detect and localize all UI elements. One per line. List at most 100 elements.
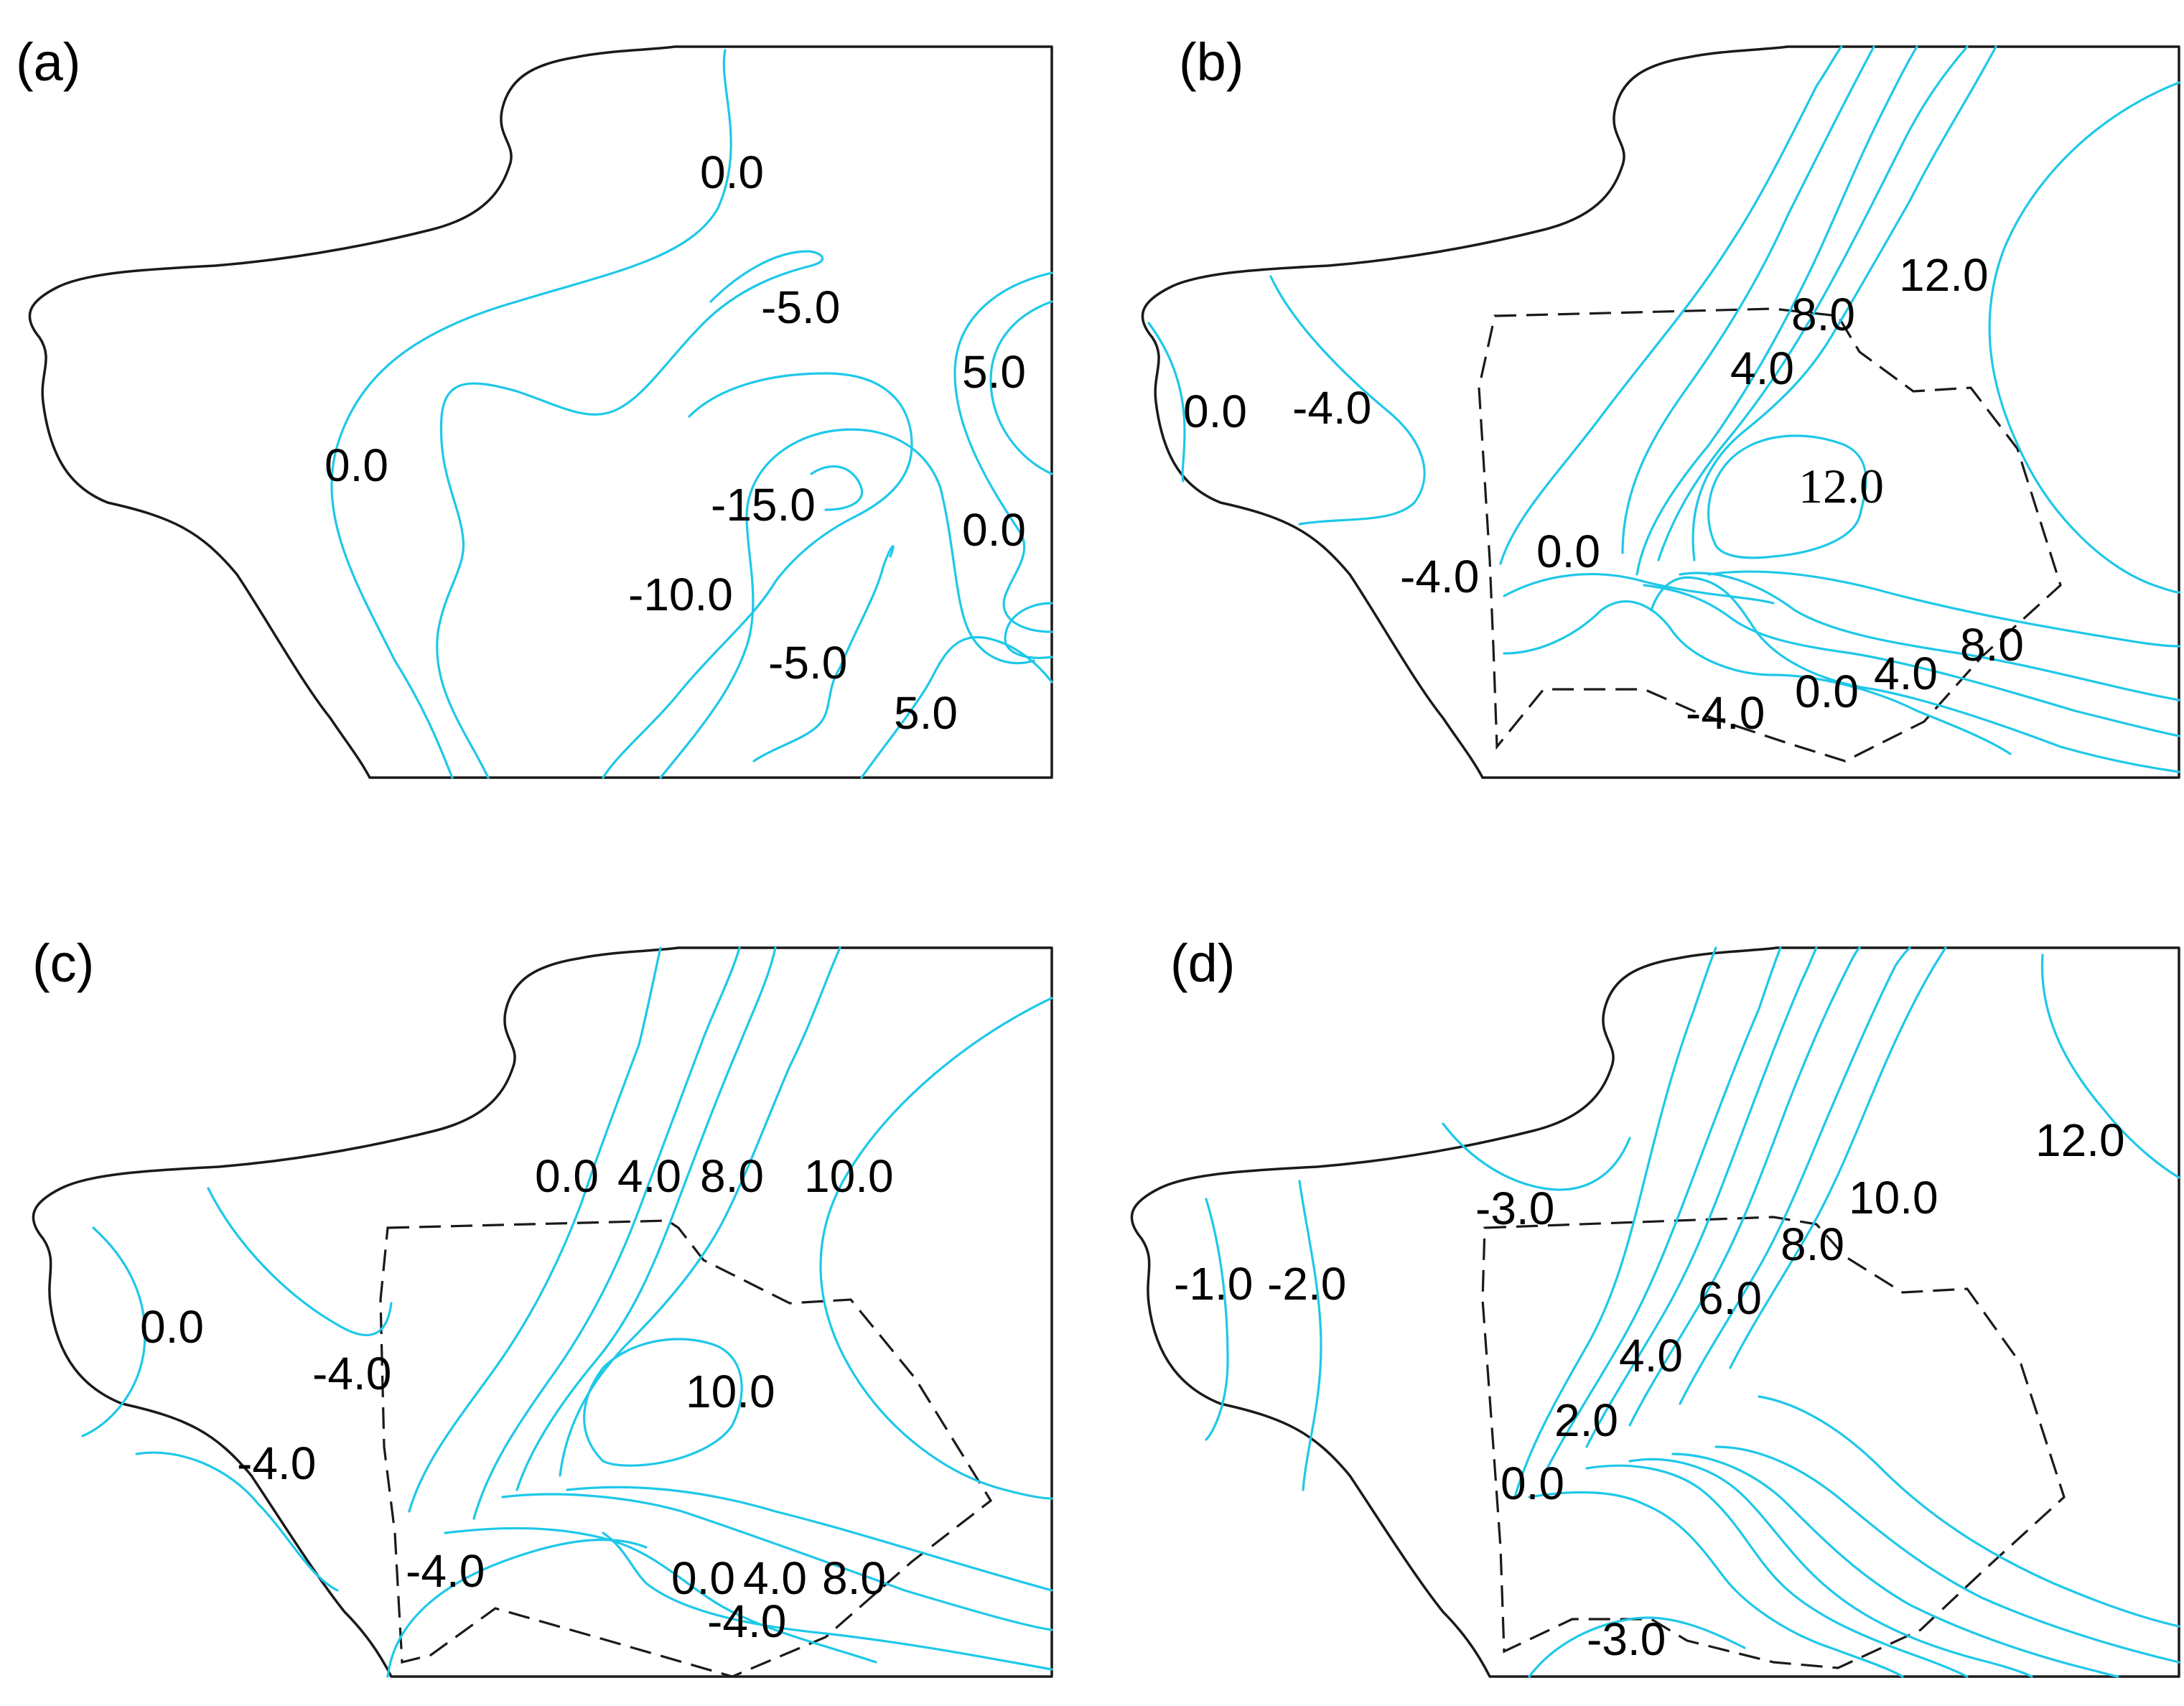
study-area-outline <box>379 1219 993 1678</box>
contour-lines <box>330 49 1053 779</box>
contour-line <box>1513 946 1717 1498</box>
contour-labels: 0.0 4.0 8.0 10.0 0.0 10.0 -4.0 -4.0 -4.0… <box>140 1150 894 1647</box>
contour-label: 12.0 <box>1798 459 1884 513</box>
contour-label: 2.0 <box>1554 1394 1618 1446</box>
contour-line <box>501 1493 1053 1631</box>
panel-a: (a) 0.0 -5.0 5.0 0.0 -15.0 0.0 -10.0 -5.… <box>16 32 1053 779</box>
contour-label: 12.0 <box>2035 1114 2125 1166</box>
contour-lines <box>1147 45 2180 773</box>
contour-line <box>1707 570 2180 648</box>
contour-label: 5.0 <box>962 346 1026 398</box>
contour-line <box>602 1532 1053 1671</box>
panel-c: (c) 0.0 4.0 8.0 10.0 0.0 10.0 -4.0 <box>32 933 1053 1678</box>
contour-line <box>2040 954 2180 1179</box>
contour-line <box>1269 275 1426 526</box>
contour-label: -10.0 <box>628 569 733 620</box>
contour-line <box>1657 45 1969 561</box>
contour-line <box>1691 45 1997 561</box>
contour-label: 6.0 <box>1698 1272 1762 1324</box>
contour-line <box>953 271 1053 633</box>
contour-line <box>1205 1198 1229 1441</box>
contour-line <box>1707 434 1867 559</box>
contour-line <box>1729 946 1947 1369</box>
panel-b: (b) 12.0 8.0 4.0 0.0 -4.0 12.0 <box>1141 32 2180 779</box>
contour-label: 0.0 <box>325 439 388 491</box>
contour-label: 12.0 <box>1899 249 1989 301</box>
contour-line <box>81 1226 146 1437</box>
contour-label: 10.0 <box>686 1366 775 1417</box>
contour-label: -4.0 <box>1400 551 1479 602</box>
contour-line <box>515 946 777 1491</box>
contour-line <box>207 1187 393 1337</box>
contour-label: 8.0 <box>1781 1218 1844 1270</box>
contour-label: 10.0 <box>1849 1172 1938 1223</box>
contour-line <box>1542 946 1782 1477</box>
contour-label: -4.0 <box>1686 687 1765 739</box>
contour-label: -5.0 <box>761 281 840 333</box>
contour-line <box>1499 45 1843 565</box>
contour-label: 5.0 <box>894 687 958 739</box>
contour-label: 0.0 <box>962 504 1026 556</box>
contour-line <box>1650 576 2180 773</box>
contour-label: -5.0 <box>768 637 847 689</box>
contour-label: 0.0 <box>140 1301 204 1353</box>
contour-line <box>1628 1458 2033 1678</box>
contour-label: -3.0 <box>1587 1613 1666 1665</box>
contour-line <box>659 428 1035 779</box>
contour-line <box>472 946 741 1520</box>
contour-line <box>559 946 841 1477</box>
contour-line <box>1298 1180 1322 1491</box>
region-boundary <box>28 45 1053 779</box>
contour-line <box>1621 45 1875 554</box>
contour-line <box>1988 81 2180 594</box>
panel-d: (d) 12.0 10.0 -3.0 8.0 -1. <box>1130 933 2180 1678</box>
panel-label-c: (c) <box>32 933 94 993</box>
contour-line <box>1679 946 1911 1405</box>
contour-line <box>1585 1464 1969 1678</box>
contour-label: -4.0 <box>1292 382 1371 434</box>
contour-line <box>1528 1491 1904 1678</box>
contour-label: -4.0 <box>237 1437 316 1489</box>
contour-line <box>1679 572 2180 701</box>
contour-labels: 12.0 10.0 -3.0 8.0 -1.0 -2.0 6.0 4.0 2.0… <box>1174 1114 2125 1665</box>
contour-line <box>1758 1395 2180 1628</box>
contour-label: -4.0 <box>406 1545 485 1597</box>
contour-label: -1.0 <box>1174 1258 1253 1310</box>
contour-label: 8.0 <box>1791 289 1855 340</box>
contour-line <box>989 300 1053 475</box>
contour-label: 8.0 <box>822 1552 886 1604</box>
contour-line <box>810 465 864 511</box>
contour-line <box>436 250 823 779</box>
contour-label: 4.0 <box>1730 342 1794 394</box>
contour-label: 4.0 <box>617 1150 681 1202</box>
contour-lines <box>1205 946 2180 1678</box>
contour-label: -2.0 <box>1267 1258 1346 1310</box>
contour-label: -3.0 <box>1475 1183 1554 1234</box>
study-area-outline <box>1478 307 2062 763</box>
region-boundary <box>1130 946 2180 1678</box>
contour-line <box>1628 946 1861 1427</box>
contour-labels: 12.0 8.0 4.0 0.0 -4.0 12.0 -4.0 0.0 8.0 … <box>1183 249 2024 739</box>
contour-line <box>1147 322 1186 483</box>
contour-line <box>1643 584 2180 737</box>
contour-label: 8.0 <box>1960 619 2024 671</box>
contour-label: 10.0 <box>804 1150 894 1202</box>
contour-lines <box>81 946 1053 1678</box>
contour-label: -4.0 <box>707 1595 786 1647</box>
study-area-outline <box>1481 1216 2066 1669</box>
contour-label: -4.0 <box>312 1348 391 1399</box>
contour-label: 0.0 <box>1183 386 1247 437</box>
contour-label: 0.0 <box>1536 526 1600 577</box>
contour-label: 8.0 <box>700 1150 764 1202</box>
contour-line <box>1635 45 1918 576</box>
contour-label: 0.0 <box>535 1150 599 1202</box>
contour-label: -15.0 <box>711 479 816 531</box>
contour-line <box>1503 573 1775 605</box>
contour-line <box>819 997 1053 1500</box>
panel-label-d: (d) <box>1170 933 1235 993</box>
contour-line <box>135 1451 339 1592</box>
contour-label: 0.0 <box>1795 666 1859 717</box>
contour-line <box>1714 1445 2180 1664</box>
contour-line <box>1528 1616 1746 1678</box>
